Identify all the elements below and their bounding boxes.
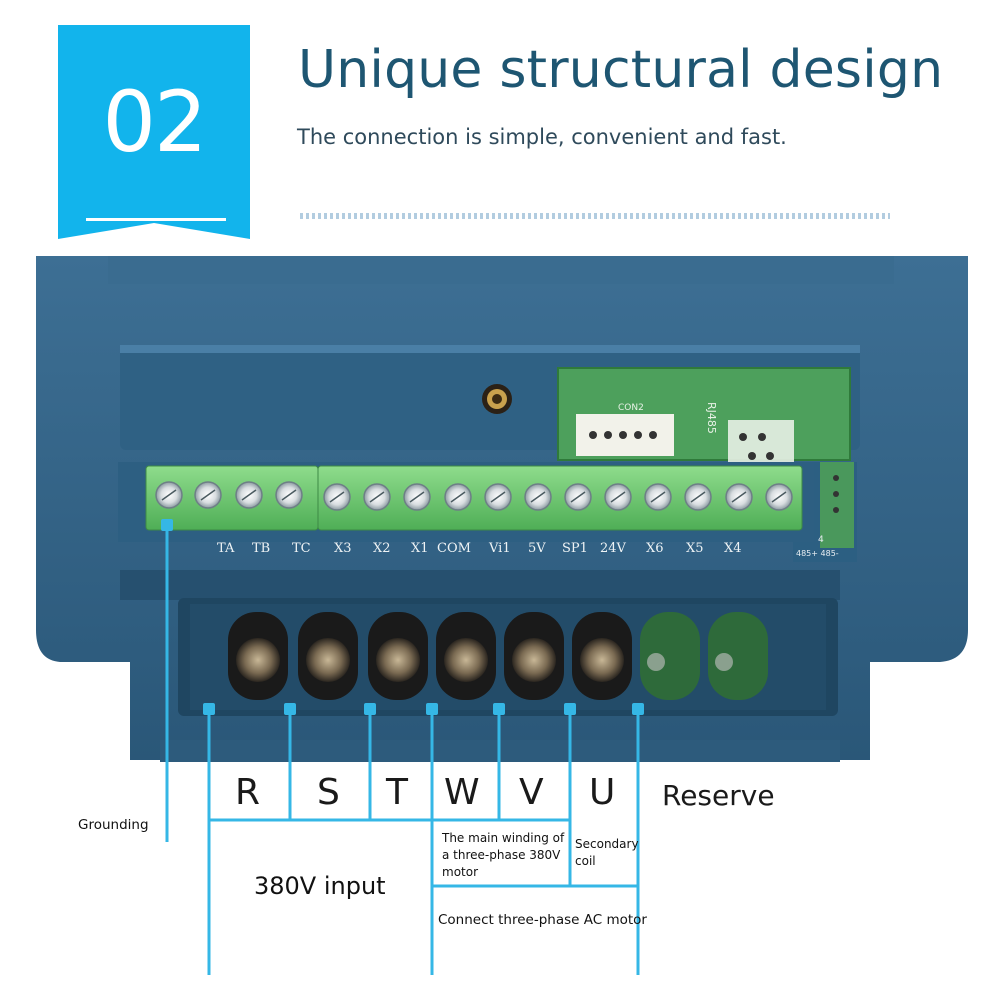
terminal-label: X4 — [724, 541, 742, 556]
terminal-label: TA — [217, 541, 235, 556]
terminal-label: X5 — [686, 541, 704, 556]
reserve-label: Reserve — [662, 779, 775, 812]
terminal-label: X1 — [411, 541, 429, 556]
svg-text:485+ 485-: 485+ 485- — [796, 549, 839, 558]
svg-text:4: 4 — [818, 535, 824, 545]
section-badge: 02 — [58, 25, 250, 239]
terminal-label: COM — [437, 541, 471, 556]
input-label: 380V input — [254, 872, 386, 900]
con2-label: CON2 — [618, 403, 644, 413]
secondary-coil-label: Secondary coil — [575, 837, 639, 868]
terminal-r: R — [235, 772, 261, 813]
decorative-divider — [300, 213, 890, 219]
terminal-v: V — [519, 772, 544, 813]
page-subtitle: The connection is simple, convenient and… — [297, 125, 787, 149]
page-title: Unique structural design — [298, 40, 944, 100]
connect-motor-label: Connect three-phase AC motor — [438, 912, 647, 928]
section-number: 02 — [102, 73, 208, 171]
terminal-s: S — [317, 772, 340, 813]
terminal-label: X2 — [373, 541, 391, 556]
terminal-label: X6 — [646, 541, 664, 556]
terminal-label: 24V — [600, 541, 626, 556]
rj485-label: RJ485 — [705, 402, 718, 434]
terminal-label: 5V — [528, 541, 546, 556]
terminal-label: X3 — [334, 541, 352, 556]
terminal-label: TB — [252, 541, 271, 556]
terminal-label: Vi1 — [489, 541, 511, 556]
terminal-label: TC — [292, 541, 311, 556]
grounding-label: Grounding — [78, 817, 149, 833]
terminal-label: SP1 — [562, 541, 588, 556]
badge-underline — [86, 218, 226, 221]
terminal-u: U — [589, 772, 616, 813]
main-winding-label: The main winding of a three-phase 380V m… — [442, 831, 565, 879]
terminal-t: T — [386, 772, 408, 813]
terminal-w: W — [444, 772, 480, 813]
